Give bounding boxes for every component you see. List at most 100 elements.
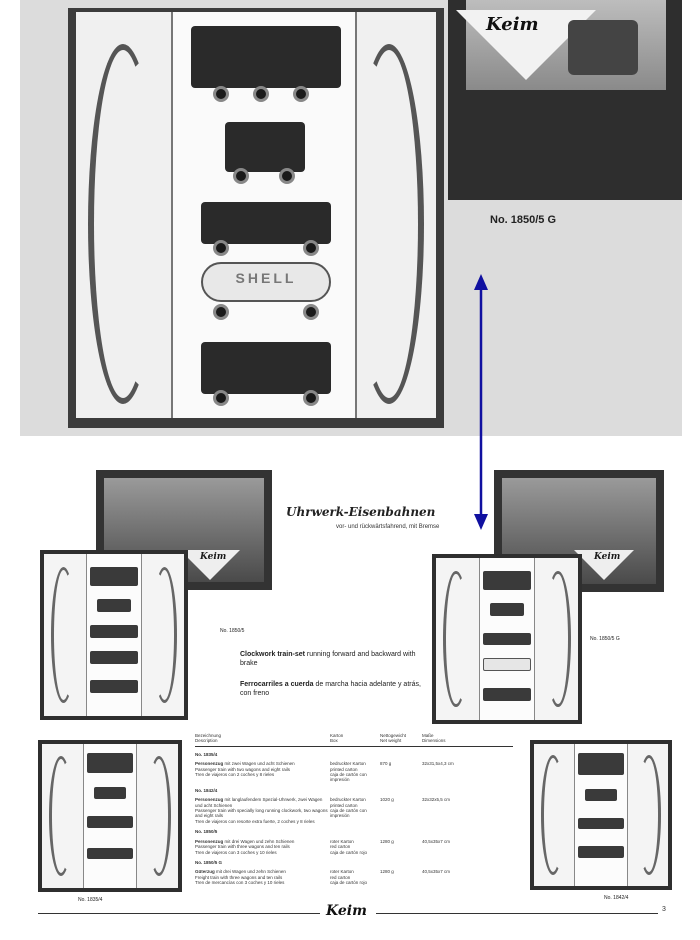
row-name: Personenzug — [195, 838, 224, 844]
header-description: Description — [195, 738, 218, 744]
row-code: No. 1842/4 — [195, 787, 218, 793]
lid-logo: Keim — [594, 552, 621, 562]
row-dims: 32x31,5x4,3 cm — [422, 761, 454, 767]
row-box-de: roter Karton — [330, 869, 354, 875]
header-masse: Maße — [422, 733, 434, 738]
wheel-icon — [303, 240, 319, 256]
english-description-rest: running forward and backward with brake — [240, 651, 416, 667]
row-name: Güterzug — [195, 869, 215, 875]
lid-locomotive-picture — [568, 20, 638, 75]
header-dimensions: Dimensions — [422, 738, 446, 744]
row-box-de: bedruckter Karton — [330, 797, 366, 803]
row-desc-es: Tren de viajeros con 3 coches y 10 riele… — [195, 849, 277, 855]
row-weight: 1280 g — [380, 869, 394, 875]
row-desc-es: Tren de mercancías con 3 coches y 10 rie… — [195, 880, 285, 886]
row-dims: 40,5x35x7 cm — [422, 869, 451, 875]
row-desc-de: mit drei Wagen und zehn Schienen — [214, 869, 286, 875]
row-desc-de: mit zwei Wagen und acht Schienen — [223, 761, 295, 767]
wheel-icon — [213, 304, 229, 320]
tender — [225, 122, 305, 172]
catalog-set-1850-5G — [432, 554, 582, 724]
wheel-icon — [279, 168, 295, 184]
row-dims: 32x32x5,5 cm — [422, 797, 451, 803]
table-row: No. 1850/5 Personenzug mit drei Wagen un… — [195, 829, 513, 855]
header-nettogewicht: Nettogewicht — [380, 733, 407, 738]
header-bezeichnung: Bezeichnung — [195, 733, 222, 738]
header-net-weight: Net weight — [380, 738, 402, 744]
row-box-es: caja de cartón con impresión — [330, 772, 367, 783]
wheel-icon — [293, 86, 309, 102]
box-wagon — [201, 342, 331, 394]
row-weight: 1020 g — [380, 797, 394, 803]
row-box-en: printed carton — [330, 766, 358, 772]
spanish-description-rest: de marcha hacia adelante y atrás, con fr… — [240, 681, 421, 697]
row-box-de: bedruckter Karton — [330, 761, 366, 767]
row-desc-de: mit langlaufendem Spezial-Uhrwerk, zwei … — [195, 797, 323, 808]
wheel-icon — [213, 240, 229, 256]
row-weight: 1280 g — [380, 838, 394, 844]
footer-rule-left — [38, 913, 320, 914]
catalog-set-1835-4 — [38, 740, 182, 892]
english-description: Clockwork train-set running forward and … — [240, 650, 420, 668]
row-desc-en: Passenger train with specially long runn… — [195, 808, 328, 819]
track-right — [354, 44, 424, 404]
row-desc-es: Tren de viajeros con 2 coches y 8 rieles — [195, 772, 275, 778]
tank-wagon: SHELL — [201, 262, 331, 302]
catalog-set-1850-5 — [40, 550, 188, 720]
wheel-icon — [253, 86, 269, 102]
footer-logo: Keim — [326, 903, 367, 919]
label-1842-4: No. 1842/4 — [604, 895, 629, 901]
box-tray: SHELL — [76, 12, 436, 418]
row-weight: 870 g — [380, 761, 392, 767]
row-box-de: roter Karton — [330, 838, 354, 844]
row-box-en: printed carton — [330, 802, 358, 808]
row-box-es: caja de cartón con impresión — [330, 808, 367, 819]
lid-logo: Keim — [200, 552, 227, 562]
wheel-icon — [303, 304, 319, 320]
row-desc-en: Passenger train with three wagons and te… — [195, 844, 290, 850]
locomotive — [191, 26, 341, 88]
tray-center: SHELL — [171, 12, 357, 418]
catalog-title: Uhrwerk-Eisenbahnen — [286, 505, 436, 519]
table-row: No. 1850/5 G Güterzug mit drei Wagen und… — [195, 860, 513, 886]
box-lid: Keim — [448, 0, 682, 200]
row-desc-en: Freight train with three wagons and ten … — [195, 874, 283, 880]
row-box-es: caja de cartón rojo — [330, 880, 368, 886]
wheel-icon — [213, 390, 229, 406]
english-description-bold: Clockwork train-set — [240, 651, 305, 658]
wheel-icon — [213, 86, 229, 102]
spanish-description: Ferrocarriles a cuerda de marcha hacia a… — [240, 680, 430, 698]
header-box: Box — [330, 738, 338, 744]
row-code: No. 1835/4 — [195, 751, 218, 757]
wheel-icon — [303, 390, 319, 406]
footer-rule-right — [376, 913, 658, 914]
header-karton: Karton — [330, 733, 344, 738]
zoom-model-label: No. 1850/5 G — [490, 214, 557, 226]
catalog-subtitle: vor- und rückwärtsfahrend, mit Bremse — [336, 524, 440, 530]
row-box-en: red carton — [330, 844, 351, 850]
row-box-es: caja de cartón rojo — [330, 849, 368, 855]
row-desc-de: mit drei Wagen und zehn Schienen — [223, 838, 295, 844]
track-left — [88, 44, 158, 404]
tank-wagon-label: SHELL — [235, 270, 297, 286]
table-row: No. 1842/4 Personenzug mit langlaufendem… — [195, 788, 513, 824]
lid-logo: Keim — [486, 14, 539, 35]
label-1850-5G: No. 1850/5 G — [590, 636, 620, 642]
label-1850-5: No. 1850/5 — [220, 628, 245, 634]
row-box-en: red carton — [330, 874, 351, 880]
row-desc-en: Passenger train with two wagons and eigh… — [195, 766, 291, 772]
row-desc-es: Tren de viajeros con resorte extra fuert… — [195, 818, 315, 824]
row-name: Personenzug — [195, 761, 224, 767]
row-name: Personenzug — [195, 797, 224, 803]
catalog-set-1842-4 — [530, 740, 672, 890]
freight-wagon — [201, 202, 331, 244]
row-code: No. 1850/5 — [195, 829, 218, 835]
wheel-icon — [233, 168, 249, 184]
label-1835-4: No. 1835/4 — [78, 897, 103, 903]
row-dims: 40,5x35x7 cm — [422, 838, 451, 844]
zoomed-product-photo: Keim SHELL No. 1850/5 G — [20, 0, 682, 436]
double-arrow-icon — [474, 274, 488, 530]
page-number: 3 — [662, 906, 666, 913]
